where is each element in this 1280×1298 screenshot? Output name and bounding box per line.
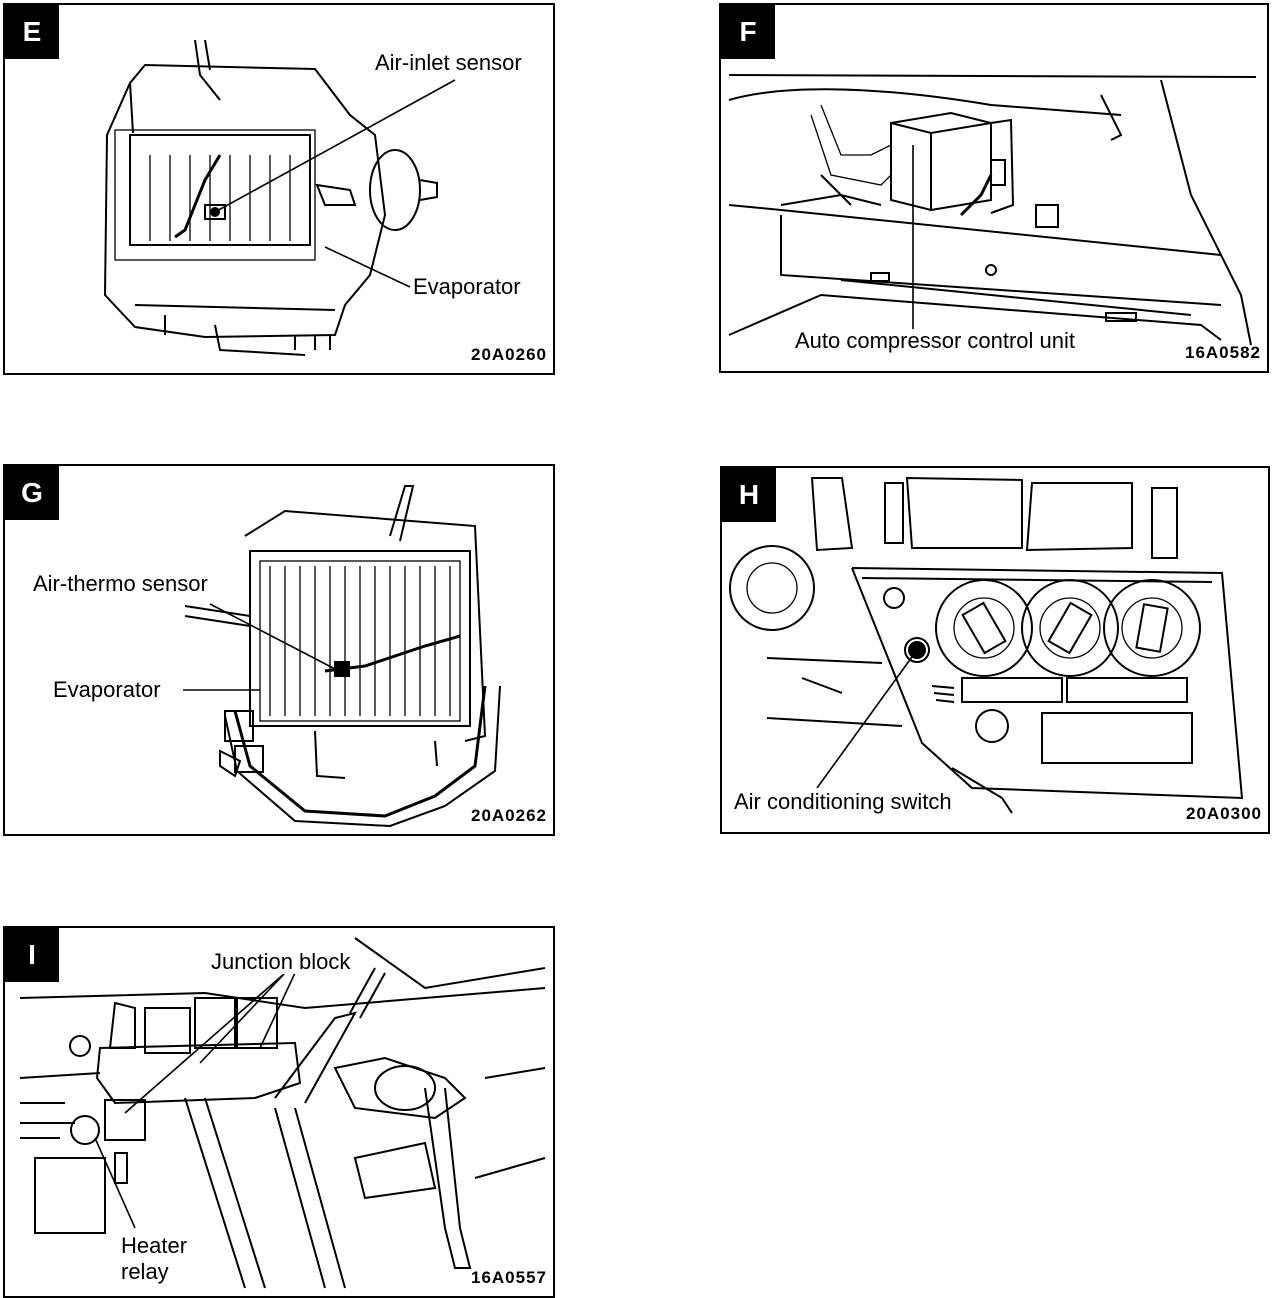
figure-code-g: 20A0262 [470,806,547,825]
air-thermo-sensor-label: Air-thermo sensor [31,571,210,597]
panel-h-letter: H [722,468,776,522]
evaporator-label-e: Evaporator [411,274,523,300]
panel-g: G Air-thermo sensor Evaporator 20A0262 [3,464,555,836]
panel-e: E Air-inlet sensor Evaporator 20A0260 [3,3,555,375]
figure-code-f: 16A0582 [1184,343,1261,362]
air-conditioning-switch-label: Air conditioning switch [732,789,954,815]
evaporator-illustration-g [183,485,501,828]
dashboard-illustration-h [729,476,1244,814]
panel-i-letter: I [5,928,59,982]
heater-relay-label-line2: relay [119,1259,171,1285]
panel-g-letter: G [5,466,59,520]
junction-block-illustration-i [19,937,546,1289]
junction-block-label: Junction block [209,949,353,975]
air-inlet-sensor-label: Air-inlet sensor [373,50,524,76]
figure-code-i: 16A0557 [470,1268,547,1287]
control-unit-illustration-f [728,74,1257,346]
evaporator-label-g: Evaporator [51,677,163,703]
auto-compressor-control-unit-label: Auto compressor control unit [793,328,1078,354]
figure-code-h: 20A0300 [1185,804,1262,823]
evaporator-illustration-e [103,39,456,356]
panel-h: H Air conditioning switch 20A0300 [720,466,1270,834]
figure-code-e: 20A0260 [470,345,547,364]
panel-f-letter: F [721,5,775,59]
heater-relay-label-line1: Heater [119,1233,190,1259]
panel-e-letter: E [5,5,59,59]
panel-i: I Junction block Heater relay 16A0557 [3,926,555,1298]
panel-f: F Auto compressor control unit 16A0582 [719,3,1269,373]
